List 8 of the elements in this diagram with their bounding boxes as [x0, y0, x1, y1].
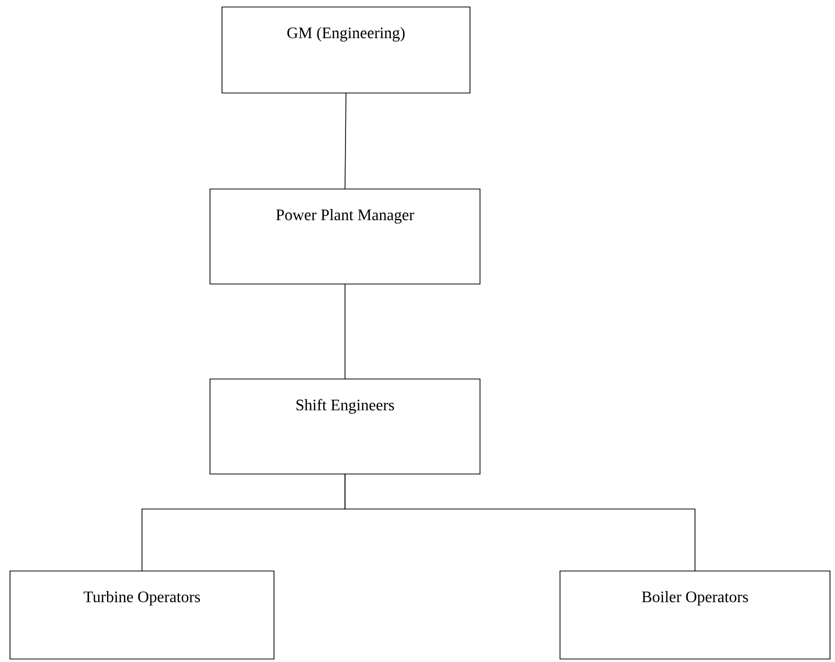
org-box: Shift Engineers	[210, 378, 480, 474]
org-box: Boiler Operators	[560, 570, 830, 660]
org-box: Power Plant Manager	[210, 188, 480, 284]
connector-line	[344, 92, 346, 190]
org-box: GM (Engineering)	[222, 6, 470, 94]
org-box: Turbine Operators	[10, 570, 274, 660]
connector-line	[344, 474, 696, 572]
connector-line	[344, 284, 346, 380]
